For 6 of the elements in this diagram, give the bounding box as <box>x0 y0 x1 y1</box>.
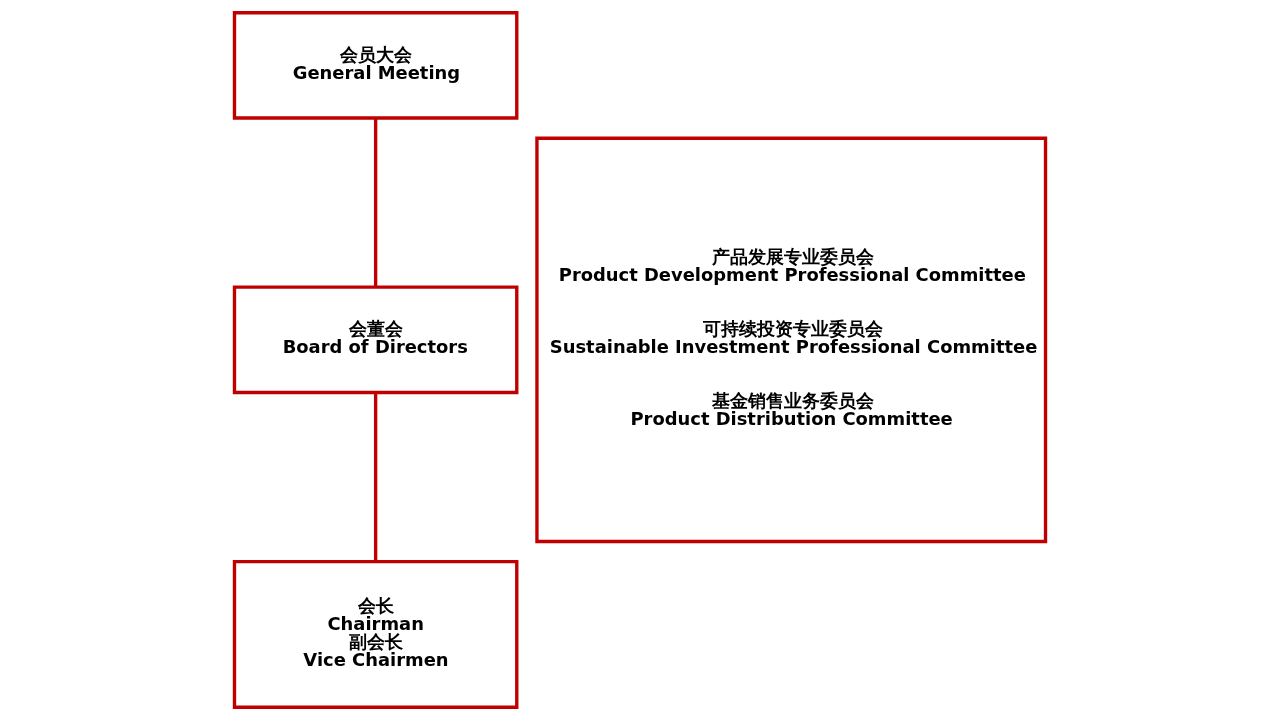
node-box: 会长 Chairman 副会长 Vice Chairmen <box>232 559 519 709</box>
connector <box>373 392 378 562</box>
node-box: 会员大会 General Meeting <box>232 11 519 120</box>
connector <box>373 118 378 288</box>
node-box: 产品发展专业委员会 Product Development Professional Committee 可持续投资专业委员会 Sustainable Investment Professional Committee 基金销售业务委员会 Product Distribution Committee <box>535 136 1048 544</box>
node-box: 会董会 Board of Directors <box>232 285 519 395</box>
